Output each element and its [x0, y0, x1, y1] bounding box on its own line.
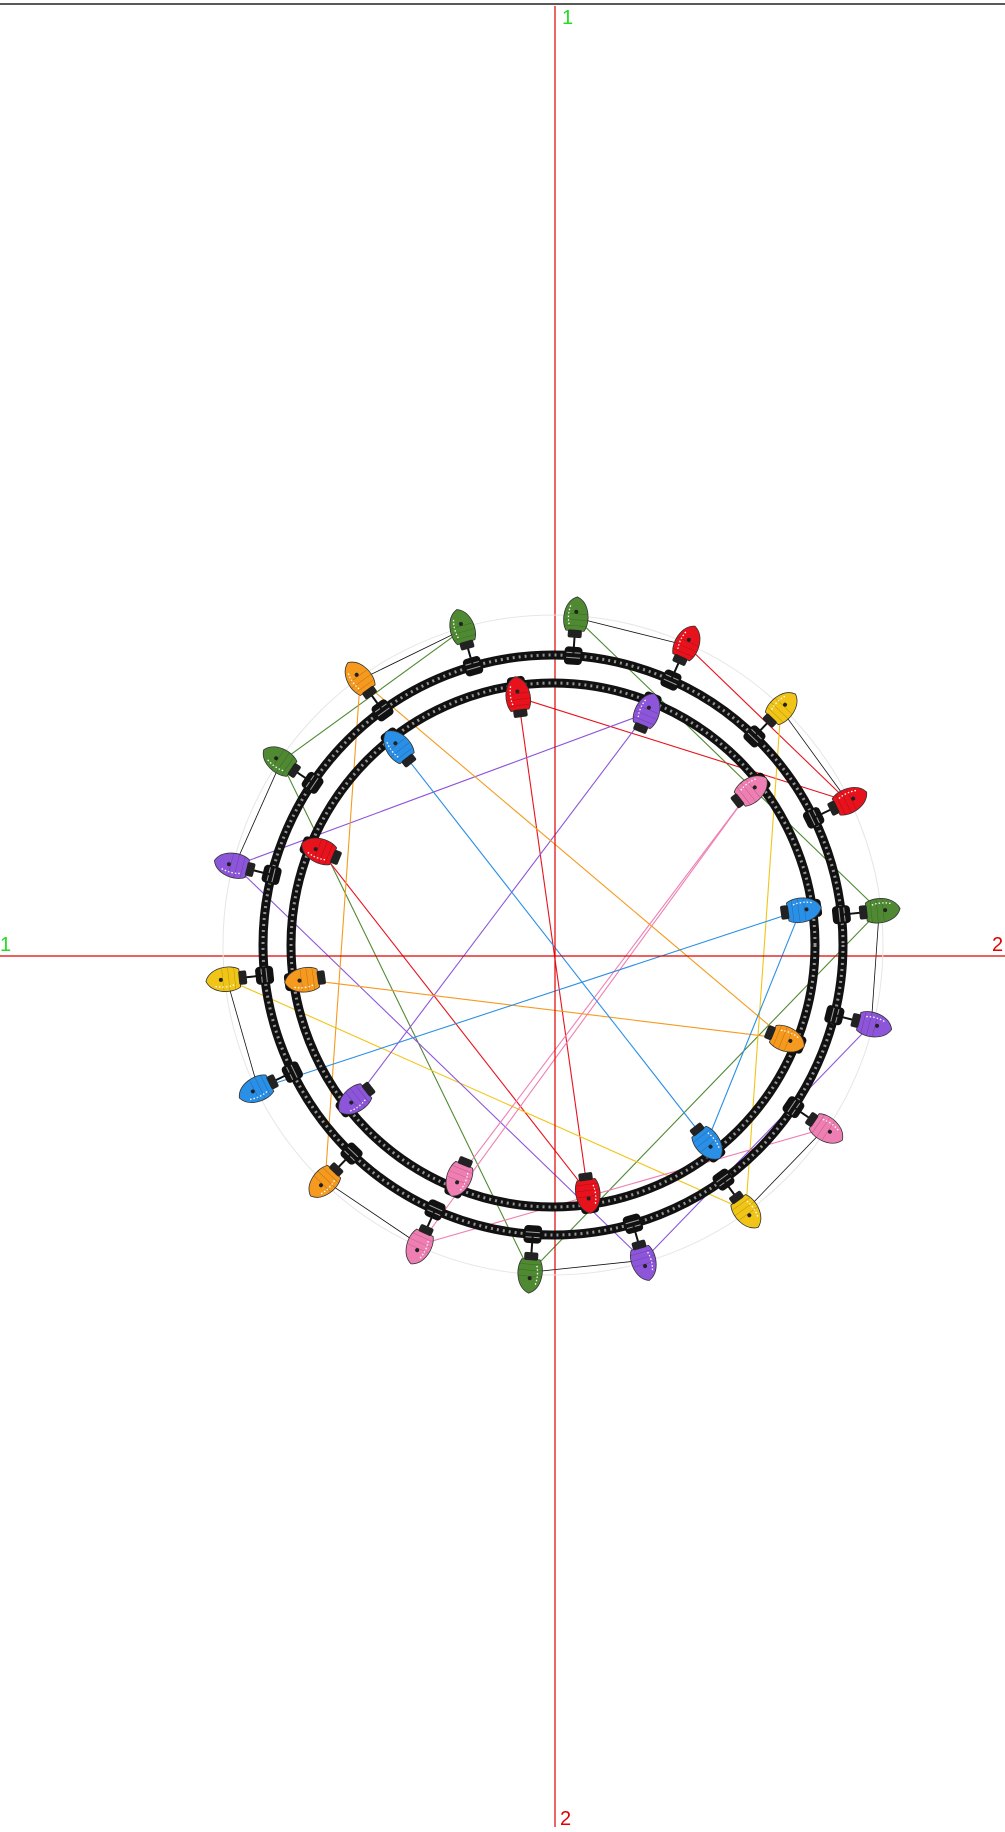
- bulb-green: [562, 596, 589, 639]
- jump-stitch: [576, 618, 687, 646]
- thread-line: [399, 748, 707, 1142]
- thread-line: [530, 911, 879, 1272]
- bulb-yellow: [205, 965, 248, 994]
- bulb-pink: [400, 1221, 439, 1268]
- center-crosshair: [0, 6, 1005, 1827]
- bulb-orange: [338, 655, 382, 703]
- bulb-base: [859, 905, 868, 920]
- jump-stitch: [781, 709, 848, 801]
- bulb-purple: [849, 1008, 895, 1042]
- bulb-green: [445, 606, 480, 652]
- bulb-pink: [802, 1107, 850, 1150]
- thread-line: [258, 910, 800, 1089]
- thread-line: [459, 791, 750, 1177]
- jump-stitch: [227, 979, 258, 1089]
- bulb-green: [858, 896, 901, 925]
- thread-line: [321, 851, 588, 1192]
- thread-line: [356, 713, 647, 1099]
- jump-stitch: [871, 911, 879, 1025]
- thread-line: [235, 713, 647, 865]
- bulb-red: [667, 621, 706, 668]
- horizontal-axis-end-label: 2: [992, 934, 1003, 956]
- bulb-green: [257, 740, 305, 783]
- bulb-red: [824, 781, 872, 821]
- bulb-base: [524, 1252, 539, 1261]
- bulb-base: [238, 970, 247, 985]
- bulb-blue: [234, 1069, 282, 1109]
- bulb-green: [516, 1251, 543, 1294]
- bulb-base: [568, 629, 583, 638]
- horizontal-axis-start-label: 1: [0, 934, 11, 956]
- bulb-purple: [626, 1238, 661, 1284]
- thread-line: [305, 980, 784, 1039]
- jump-stitch: [746, 1128, 825, 1210]
- vertical-axis-start-label: 1: [562, 7, 573, 29]
- jump-stitch: [235, 762, 281, 866]
- vertical-axis-end-label: 2: [560, 1808, 571, 1827]
- bulb-purple: [211, 849, 257, 883]
